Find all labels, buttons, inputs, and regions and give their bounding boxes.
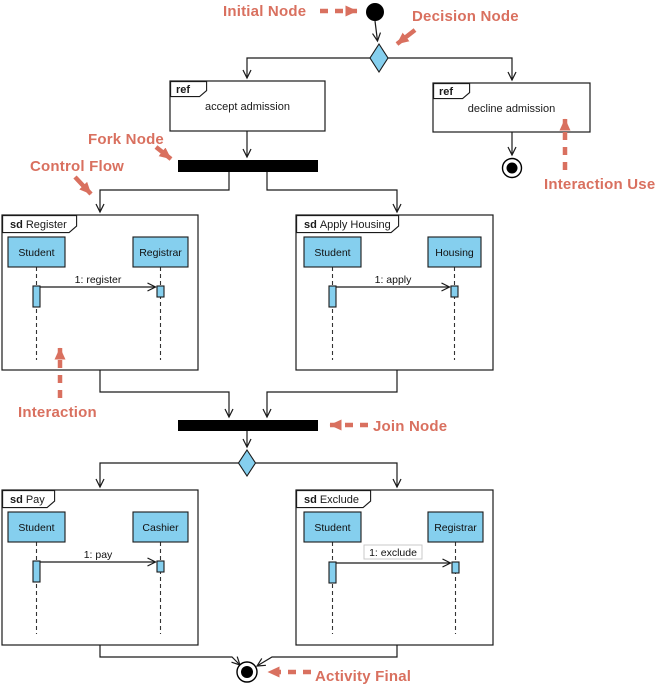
activation-bar [451, 561, 460, 574]
activation-bar [32, 285, 41, 308]
ref-frame-decline-admission: ref decline admission [432, 82, 591, 133]
activity-final-node-bottom [236, 661, 258, 683]
edge-decision2-to-pay [100, 462, 239, 487]
ref-keyword: ref [439, 86, 453, 98]
decision-node-arrow [395, 28, 417, 46]
sd-tag [296, 215, 400, 234]
lifeline-name: Registrar [434, 522, 477, 534]
decision-node-label: Decision Node [412, 8, 519, 25]
message-label: 1: exclude [369, 547, 417, 559]
activation-bar [156, 285, 165, 298]
lifeline-head [7, 511, 66, 543]
control-flow-edges [99, 20, 513, 666]
fork-node [178, 160, 318, 172]
lifeline-name: Registrar [139, 247, 182, 259]
edge-fork-to-register [100, 172, 230, 212]
sd-tag [2, 490, 56, 509]
ref-label: decline admission [468, 103, 555, 115]
edge-applyhousing-to-join [267, 370, 398, 417]
lifeline-head [132, 511, 189, 543]
activation-bar [328, 561, 337, 584]
lifeline-head [303, 236, 362, 268]
interaction-use-label: Interaction Use [544, 176, 655, 193]
ref-keyword: ref [176, 84, 190, 96]
merge-node [237, 448, 257, 478]
interaction-label: Interaction [18, 404, 97, 421]
activation-bar [450, 285, 459, 298]
lifeline-name: Student [18, 247, 54, 259]
control-flow-arrow [73, 175, 93, 196]
lifeline-head [427, 511, 484, 543]
message-label-box [363, 544, 423, 560]
ref-frame-accept-admission: ref accept admission [169, 80, 326, 132]
sd-tag [296, 490, 372, 509]
join-node [178, 420, 318, 431]
sd-tag [2, 215, 78, 234]
edge-decision-to-decline [387, 57, 513, 80]
edge-initial-to-decision [375, 20, 378, 41]
lifeline-name: Student [18, 522, 54, 534]
initial-node-label: Initial Node [223, 3, 306, 20]
message-label: 1: register [75, 274, 122, 286]
lifeline-name: Student [314, 522, 350, 534]
message-label: 1: apply [375, 274, 413, 286]
activity-final-label: Activity Final [315, 668, 411, 685]
lifeline-name: Housing [435, 247, 474, 259]
lifeline-head [303, 511, 362, 543]
control-flow-label: Control Flow [30, 158, 124, 175]
activation-bar [328, 285, 337, 308]
ref-label: accept admission [205, 101, 290, 113]
message-label: 1: pay [84, 549, 113, 561]
lifeline-head [7, 236, 66, 268]
edge-exclude-to-final [257, 645, 398, 666]
edge-register-to-join [99, 370, 229, 417]
lifeline-head [427, 236, 482, 268]
edge-fork-to-applyhousing [266, 172, 397, 212]
edge-decision2-to-exclude [255, 462, 397, 487]
lifeline-name: Student [314, 247, 350, 259]
edge-pay-to-final [99, 645, 240, 665]
lifeline-name: Cashier [142, 522, 179, 534]
annotations: Initial Node Decision Node Fork Node Con… [18, 3, 655, 685]
ref-tag [170, 81, 208, 98]
join-node-label: Join Node [373, 418, 447, 435]
decision-node [369, 42, 389, 74]
lifeline-head [132, 236, 189, 268]
activity-final-node-right [501, 157, 523, 179]
fork-node-arrow [154, 145, 173, 161]
ref-tag [433, 83, 471, 100]
initial-node [366, 3, 384, 21]
fork-node-label: Fork Node [88, 131, 164, 148]
edge-decision-to-accept [247, 57, 371, 78]
activation-bar [32, 560, 41, 583]
activation-bar [156, 560, 165, 573]
